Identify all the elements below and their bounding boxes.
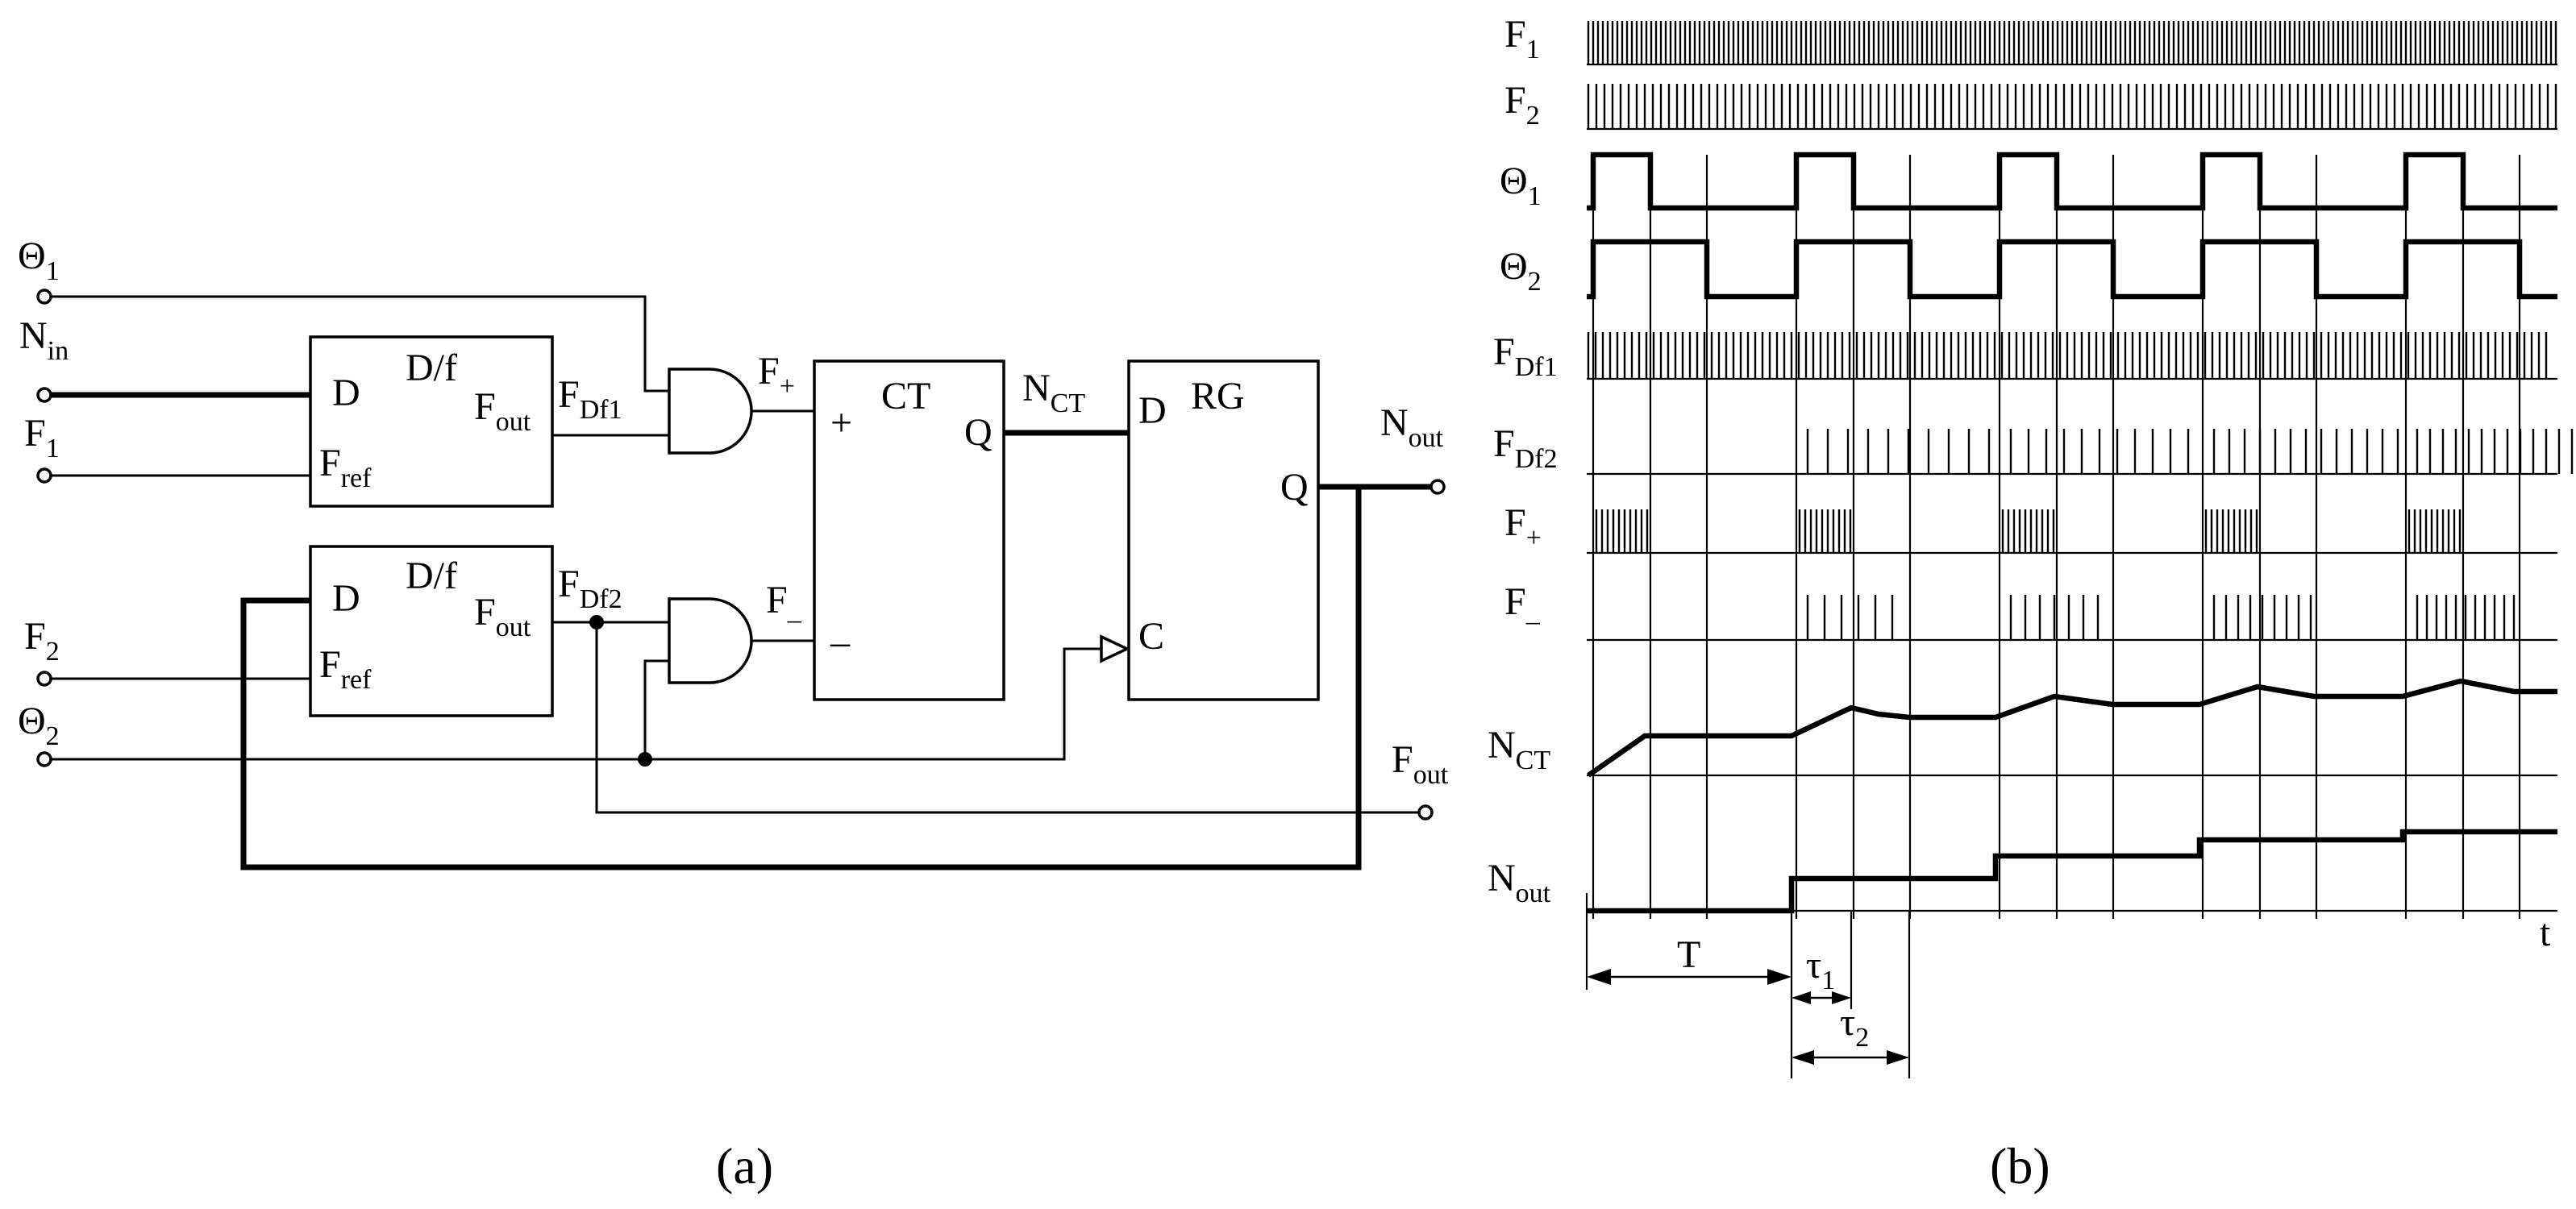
signal-label-F1: F1: [1504, 13, 1540, 64]
signal-label-FDf2: FDf2: [1493, 422, 1558, 474]
df1-block: [309, 335, 554, 508]
label-theta1: Θ1: [18, 235, 60, 286]
label-nct: NCT: [1022, 367, 1085, 418]
label-fplus: F+: [758, 350, 795, 401]
df2-fout-pin: Fout: [474, 591, 531, 642]
signal-label-Theta1: Θ1: [1500, 160, 1542, 211]
wave-Theta2: [1587, 239, 2557, 300]
label-fout: Fout: [1392, 738, 1449, 790]
df2-title: D/f: [406, 555, 457, 597]
terminal-f2: [36, 671, 52, 687]
wave-Nout: [1587, 829, 2557, 914]
and-gate-minus: [668, 597, 753, 684]
wave-Fminus: [1806, 595, 2516, 640]
time-axis-label: t: [2540, 912, 2551, 954]
wave-FDf2: [1806, 429, 2574, 474]
df1-fout-pin: Fout: [474, 385, 531, 437]
signal-label-Fplus: F+: [1504, 501, 1542, 553]
svg-text:τ1: τ1: [1806, 944, 1835, 995]
signal-label-NCT: NCT: [1488, 724, 1550, 775]
df2-d-pin: D: [332, 577, 360, 620]
label-f2: F2: [24, 615, 60, 667]
label-nout: Nout: [1380, 401, 1444, 453]
label-f1: F1: [24, 412, 60, 463]
ct-block: [813, 359, 1005, 701]
signal-label-Fminus: F_: [1504, 580, 1541, 627]
interval-T: T: [1587, 933, 1792, 985]
terminal-nin: [36, 387, 52, 403]
reference-lines: [1585, 155, 2521, 1078]
interval-tau2: τ2: [1792, 1001, 1909, 1065]
terminal-theta1: [36, 289, 52, 305]
junction-theta2: [638, 752, 652, 767]
label-fdf2: FDf2: [558, 563, 622, 614]
ct-title: CT: [881, 375, 930, 418]
caption-a: (a): [716, 1137, 773, 1194]
wave-Theta1: [1587, 152, 2557, 211]
df2-fref-pin: Fref: [319, 643, 372, 695]
rg-q-pin: Q: [1280, 466, 1309, 509]
and-gate-plus: [668, 368, 753, 455]
interval-tau1: τ1: [1792, 944, 1851, 1004]
label-fminus: F_: [766, 579, 802, 625]
df2-block: [309, 545, 554, 717]
wave-Fplus: [1595, 509, 2462, 553]
rg-clock-triangle: [1100, 634, 1131, 663]
terminal-nout: [1429, 479, 1446, 495]
label-nin: Nin: [19, 314, 69, 366]
schematic-panel: Θ1 Nin F1 F2 Θ2 D/f D Fout Fref D/f D Fo…: [18, 235, 1449, 1194]
wire-theta1: [47, 295, 669, 393]
wire-fdf2-fout: [595, 622, 1423, 814]
svg-text:τ2: τ2: [1840, 1001, 1869, 1053]
df1-d-pin: D: [332, 372, 360, 414]
label-fdf1: FDf1: [558, 373, 622, 425]
timing-waves: [1587, 21, 2574, 914]
wave-F1: [1587, 21, 2557, 64]
wire-feedback: [240, 487, 1362, 870]
wave-NCT: [1587, 678, 2557, 778]
wire-theta2: [47, 647, 1101, 761]
terminal-fout: [1417, 804, 1434, 821]
signal-label-F2: F2: [1504, 79, 1540, 131]
signal-label-Nout: Nout: [1488, 857, 1551, 908]
rg-d-pin: D: [1138, 389, 1167, 432]
rg-block: [1127, 359, 1320, 701]
rg-title: RG: [1191, 375, 1245, 418]
label-theta2: Θ2: [18, 700, 60, 751]
signal-label-FDf1: FDf1: [1493, 330, 1558, 382]
caption-b: (b): [1990, 1137, 2050, 1194]
ct-q-pin: Q: [964, 411, 993, 454]
ct-plus-pin: +: [830, 401, 852, 444]
rg-c-pin: C: [1138, 615, 1164, 658]
wire-theta2-gate: [643, 659, 669, 759]
terminal-f1: [36, 467, 52, 484]
wave-FDf1: [1587, 332, 2548, 379]
svg-text:T: T: [1677, 933, 1700, 976]
terminal-theta2: [36, 751, 52, 767]
wave-F2: [1587, 84, 2557, 129]
ct-minus-pin: –: [830, 621, 851, 663]
df1-title: D/f: [406, 347, 457, 389]
junction-fdf2: [589, 615, 604, 629]
df1-fref-pin: Fref: [319, 442, 372, 493]
signal-label-Theta2: Θ2: [1500, 245, 1542, 297]
